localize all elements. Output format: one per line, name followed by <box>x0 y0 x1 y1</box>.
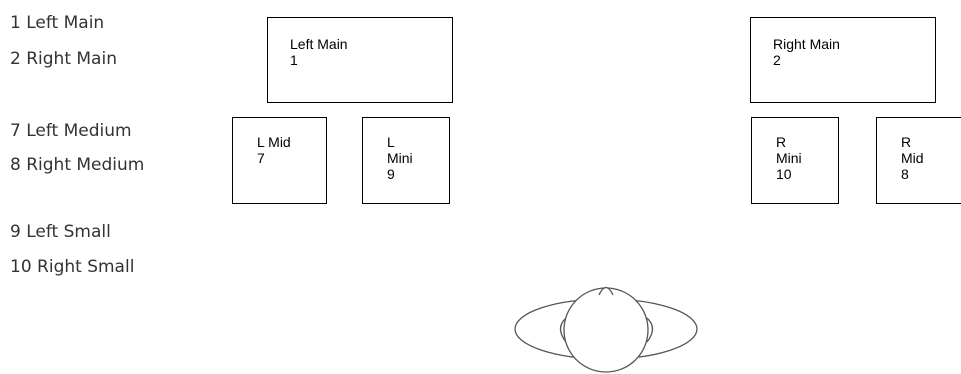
speaker-box-left-mid: L Mid 7 <box>232 117 327 204</box>
legend-item-left-main: 1 Left Main <box>10 13 105 33</box>
legend-item-left-small: 9 Left Small <box>10 222 111 242</box>
speaker-box-left-main: Left Main 1 <box>267 17 453 103</box>
legend-item-left-medium: 7 Left Medium <box>10 121 132 141</box>
speaker-label-right-mid: R Mid 8 <box>901 134 924 182</box>
right-ear-shape <box>646 317 654 343</box>
speaker-box-right-mini: R Mini 10 <box>751 117 839 204</box>
speaker-box-left-mini: L Mini 9 <box>362 117 450 204</box>
speaker-box-right-main: Right Main 2 <box>750 17 936 103</box>
speaker-label-right-mini: R Mini 10 <box>776 134 802 182</box>
speaker-label-left-mini: L Mini 9 <box>387 134 413 182</box>
legend-item-right-medium: 8 Right Medium <box>10 155 145 175</box>
speaker-label-left-main: Left Main 1 <box>290 36 348 68</box>
listener-head-icon <box>514 286 698 373</box>
speaker-label-left-mid: L Mid 7 <box>257 134 291 166</box>
speaker-box-right-mid: R Mid 8 <box>876 117 961 204</box>
legend-item-right-small: 10 Right Small <box>10 257 135 277</box>
nose-shape <box>598 286 614 296</box>
head-shape <box>563 287 649 373</box>
speaker-label-right-main: Right Main 2 <box>773 36 840 68</box>
legend-item-right-main: 2 Right Main <box>10 49 117 69</box>
